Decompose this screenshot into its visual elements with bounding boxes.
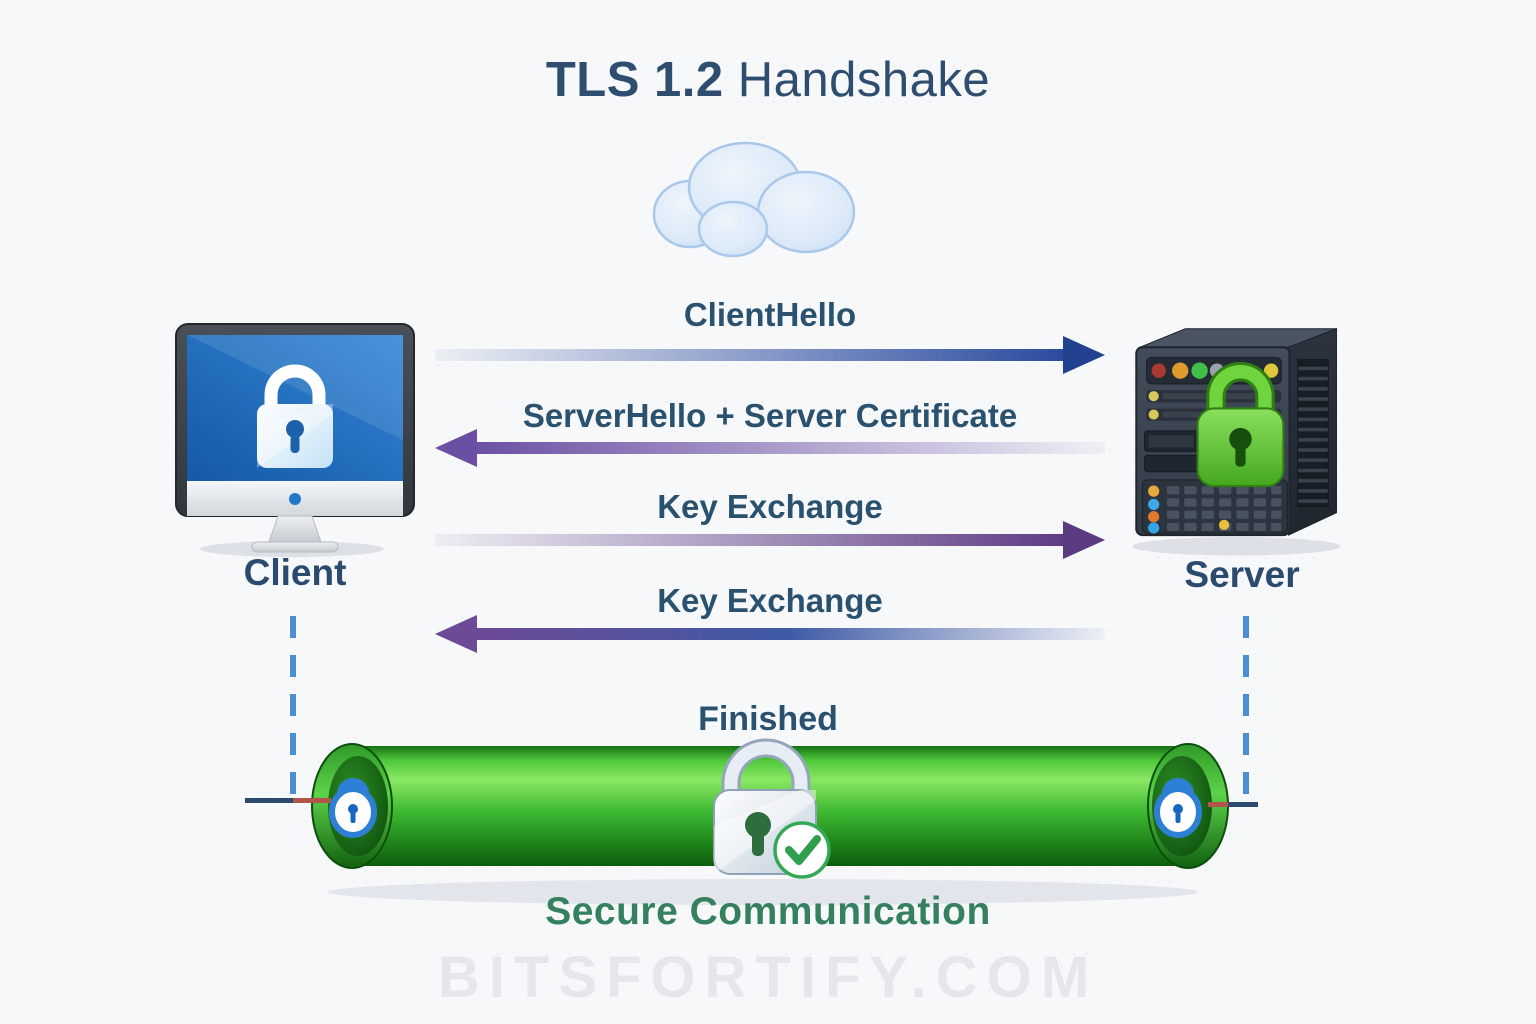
title-suffix: Handshake <box>737 53 991 107</box>
arrow-line <box>435 534 1069 546</box>
arrow-line <box>435 349 1069 361</box>
secure-communication-label: Secure Communication <box>545 890 991 933</box>
arrow-line <box>471 442 1105 454</box>
finished-label: Finished <box>698 700 838 738</box>
server-label: Server <box>1184 554 1300 595</box>
page-title: TLS 1.2 Handshake <box>0 52 1536 108</box>
title-product: TLS 1.2 <box>545 53 724 107</box>
arrow-line <box>471 628 1105 640</box>
arrow-head-icon <box>435 615 477 653</box>
small-padlock-icon <box>1154 778 1202 838</box>
message-label: Key Exchange <box>657 582 883 619</box>
message-arrow <box>435 615 1105 653</box>
message-label: ClientHello <box>683 296 857 333</box>
arrow-head-icon <box>1063 521 1105 559</box>
client-monitor-lock-icon <box>170 318 420 558</box>
client-tube-connector <box>245 798 293 803</box>
cloud-icon <box>648 132 868 267</box>
client-label: Client <box>243 552 347 593</box>
message-arrow <box>435 429 1105 467</box>
small-padlock-icon <box>329 778 377 838</box>
arrow-head-icon <box>435 429 477 467</box>
message-label: Key Exchange <box>657 488 883 525</box>
server-tower-lock-icon <box>1122 312 1362 558</box>
secure-tunnel <box>288 730 1238 920</box>
message-label: ServerHello + Server Certificate <box>522 397 1018 434</box>
arrow-head-icon <box>1063 336 1105 374</box>
watermark: BITSFORTIFY.COM <box>437 945 1099 1010</box>
padlock-check-icon <box>713 738 831 879</box>
message-arrow <box>435 521 1105 559</box>
message-arrow <box>435 336 1105 374</box>
